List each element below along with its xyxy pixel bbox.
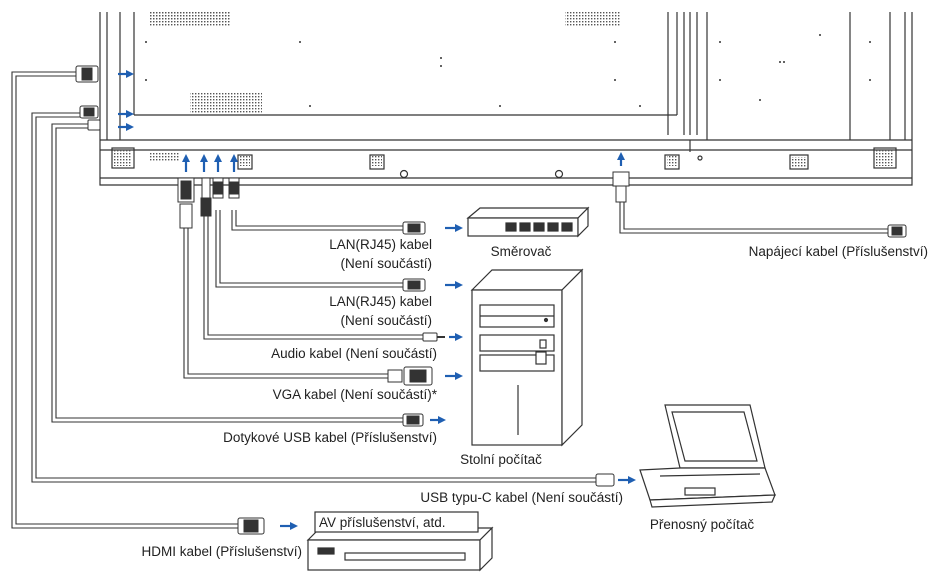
lan1-label-line1: LAN(RJ45) kabel (329, 237, 432, 252)
desktop-label: Stolní počítač (460, 452, 542, 467)
lan2-label-line2: (Není součástí) (340, 313, 432, 328)
connectors (75, 65, 907, 535)
vent-bottom-left (190, 92, 262, 114)
desktop-device (470, 268, 584, 447)
hdmi-label: HDMI kabel (Příslušenství) (141, 544, 302, 559)
vent-small-3 (667, 156, 677, 166)
screw-dots (145, 34, 871, 107)
router-label: Směrovač (491, 244, 552, 259)
lan2-label-line1: LAN(RJ45) kabel (329, 294, 432, 309)
stand-left (114, 150, 132, 166)
stand-right (876, 150, 894, 166)
vent-strip-left (150, 152, 180, 162)
audio-label: Audio kabel (Není součástí) (271, 346, 437, 361)
audio-plug-end (422, 332, 438, 342)
laptop-device (639, 404, 776, 508)
vent-top-left (150, 12, 230, 26)
power-plug-panel (612, 171, 630, 187)
usb-plug-panel (87, 119, 101, 131)
audio-plug-panel (201, 177, 211, 199)
display-back-panel (99, 12, 913, 186)
usbc-label: USB typu-C kabel (Není součástí) (420, 490, 623, 505)
vga-label: VGA kabel (Není součástí)* (273, 387, 438, 402)
vga-ferrite (387, 369, 403, 383)
laptop-label: Přenosný počítač (650, 517, 755, 532)
arrows (118, 70, 636, 530)
vent-small-4 (792, 157, 806, 167)
touch-usb-label: Dotykové USB kabel (Příslušenství) (223, 430, 437, 445)
av-label: AV příslušenství, atd. (319, 515, 446, 530)
vent-small-2 (372, 156, 382, 166)
cables (11, 71, 890, 529)
av-device (306, 511, 494, 572)
vent-top-right (565, 12, 620, 26)
power-label: Napájecí kabel (Příslušenství) (749, 244, 928, 259)
router-device (466, 206, 590, 238)
vent-small-1 (240, 156, 250, 166)
lan1-label-line2: (Není součástí) (340, 256, 432, 271)
usbc-plug-end (595, 473, 615, 487)
